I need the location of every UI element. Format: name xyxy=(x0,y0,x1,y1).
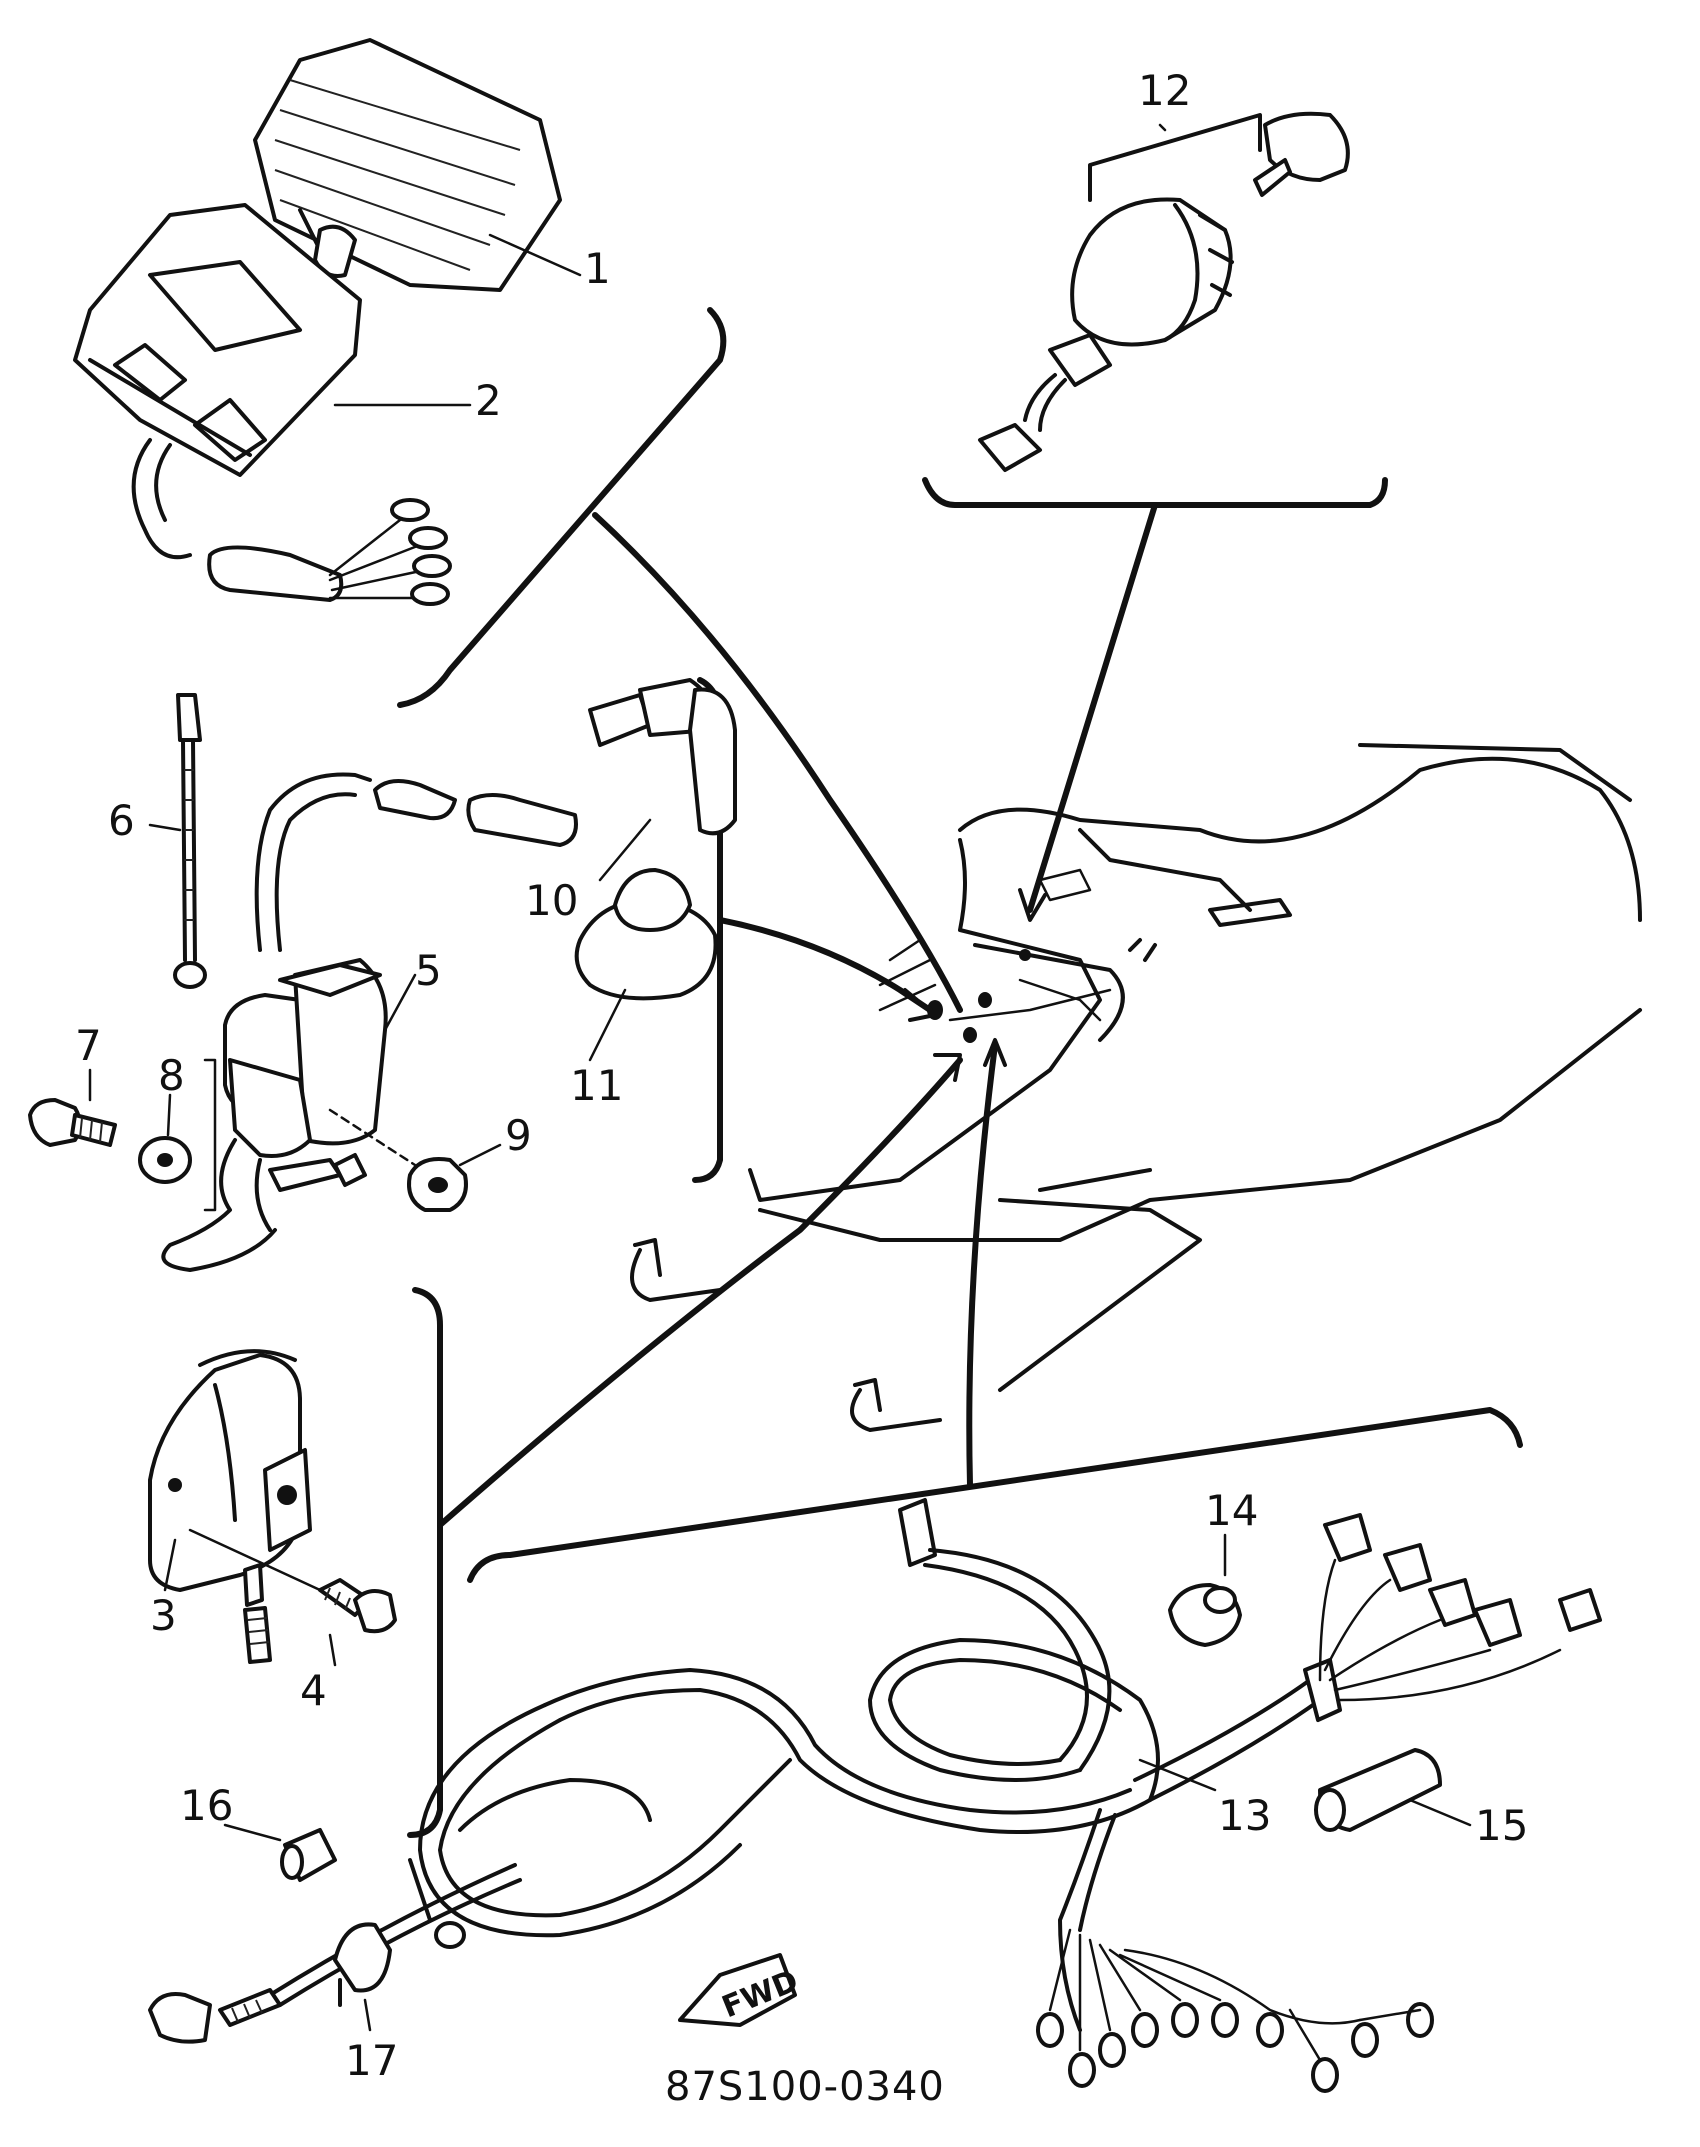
leader-15 xyxy=(1408,1798,1472,1827)
callout-12: 12 xyxy=(1138,66,1191,115)
part-11-cap-cover xyxy=(574,868,718,1001)
part-16-sleeve xyxy=(280,1828,337,1882)
connector-line-rectifier xyxy=(437,1057,963,1528)
leader-10 xyxy=(598,818,652,882)
part-6-cord xyxy=(173,693,207,989)
leader-3 xyxy=(163,1538,177,1592)
part-14-grommet xyxy=(1168,1583,1242,1647)
leader-12 xyxy=(1158,123,1167,132)
part-2-cdi-unit xyxy=(73,203,452,606)
part-4-screw xyxy=(318,1578,397,1634)
leader-6 xyxy=(148,823,182,832)
callout-4: 4 xyxy=(300,1666,327,1715)
leader-5 xyxy=(383,973,417,1032)
callout-11: 11 xyxy=(570,1061,623,1110)
part-9-nut xyxy=(407,1157,468,1212)
callout-17: 17 xyxy=(345,2036,398,2085)
connector-line-12 xyxy=(1027,502,1158,913)
bracket-12 xyxy=(1088,113,1262,202)
part-5-ignition-coil xyxy=(161,772,388,1272)
part-7-bolt xyxy=(28,1098,117,1147)
callout-15: 15 xyxy=(1475,1801,1528,1850)
leader-9b xyxy=(328,1108,417,1167)
part-10-plug-cap xyxy=(373,678,737,847)
arrowhead-coil xyxy=(903,988,937,1022)
leader-16 xyxy=(223,1823,282,1842)
fwd-arrow-marker: FWD xyxy=(678,1953,803,2027)
arrowhead-12 xyxy=(1018,888,1047,922)
callout-1: 1 xyxy=(584,244,611,293)
callout-9: 9 xyxy=(505,1111,532,1160)
callout-2: 2 xyxy=(475,376,502,425)
connector-line-upper-left xyxy=(592,512,963,1013)
group-bracket-upper-left xyxy=(397,307,727,708)
group-bracket-rectifier xyxy=(407,1287,443,1838)
bracket-8-9 xyxy=(203,1058,217,1212)
callout-14: 14 xyxy=(1205,1486,1258,1535)
connector-line-coil xyxy=(717,917,933,1013)
leader-17 xyxy=(363,1998,372,2032)
callout-13: 13 xyxy=(1218,1791,1271,1840)
part-12-main-switch xyxy=(978,111,1350,472)
callout-7: 7 xyxy=(75,1021,102,1070)
callout-16: 16 xyxy=(180,1781,233,1830)
leader-1 xyxy=(488,233,582,277)
connector-line-harness xyxy=(966,1042,998,1488)
callout-6: 6 xyxy=(108,796,135,845)
harness-connectors xyxy=(1318,1513,1602,1702)
arrowhead-harness xyxy=(983,1038,1007,1067)
part-17-clamp xyxy=(333,1922,392,2007)
leader-4b xyxy=(328,1633,337,1667)
arrowhead-rectifier xyxy=(933,1053,962,1082)
frame-outline xyxy=(630,743,1642,1432)
part-code: 87S100-0340 xyxy=(665,2064,945,2110)
leader-9 xyxy=(458,1143,502,1167)
callout-10: 10 xyxy=(525,876,578,925)
callout-8: 8 xyxy=(158,1051,185,1100)
leader-4 xyxy=(188,1528,322,1592)
part-3-rectifier xyxy=(148,1349,312,1664)
callout-5: 5 xyxy=(415,946,442,995)
leader-11 xyxy=(588,988,627,1062)
part-8-washer xyxy=(138,1136,192,1184)
group-line-harness xyxy=(467,1407,1523,1583)
part-13-wire-harness xyxy=(148,1498,1434,2093)
callout-3: 3 xyxy=(150,1591,177,1640)
leader-13 xyxy=(1138,1758,1217,1792)
part-15-tube xyxy=(1314,1748,1442,1832)
leader-8 xyxy=(166,1093,172,1137)
group-box-12 xyxy=(922,477,1388,508)
group-bracket-coil xyxy=(692,677,723,1183)
